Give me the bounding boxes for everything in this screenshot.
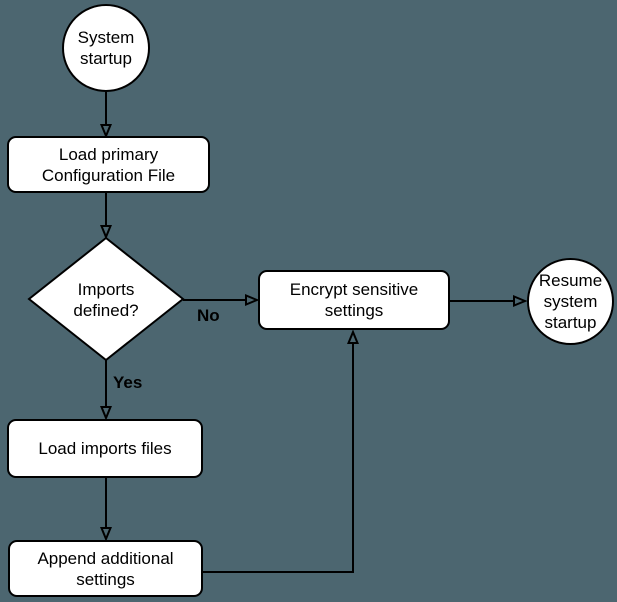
node-load-imports-files: Load imports files (7, 419, 203, 478)
arrowhead-right-encrypt (245, 294, 260, 306)
node-imports-defined-label: Imports defined? (73, 280, 139, 320)
arrowhead-up-encrypt (347, 329, 359, 344)
edge-label-yes: Yes (113, 373, 143, 392)
node-encrypt-sensitive-settings: Encrypt sensitive settings (258, 270, 450, 330)
node-load-primary-config: Load primary Configuration File (7, 136, 210, 193)
edge-append-to-encrypt (203, 343, 354, 573)
node-system-startup: System startup (62, 4, 150, 92)
arrowhead-down-load-imports (100, 406, 112, 421)
edge-label-no: No (197, 306, 220, 325)
node-append-additional-settings: Append additional settings (8, 540, 203, 597)
arrowhead-right-resume (513, 295, 528, 307)
arrowhead-down-load-primary (100, 124, 112, 139)
arrowhead-down-imports-defined (100, 225, 112, 240)
node-resume-system-startup: Resume system startup (527, 258, 614, 345)
arrowhead-down-append (100, 527, 112, 542)
